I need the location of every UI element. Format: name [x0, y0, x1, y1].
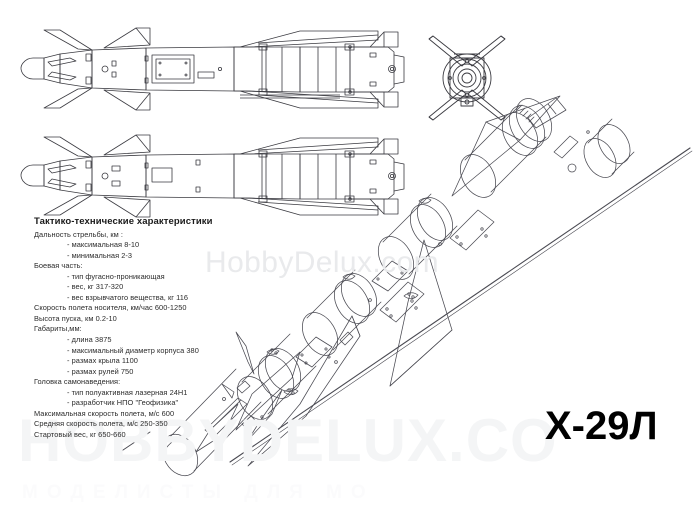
spec-line: - размах крыла 1100	[67, 356, 138, 366]
spec-line: Максимальная скорость полета, м/с 600	[34, 408, 175, 418]
spec-line: Стартовый вес, кг 650-660	[34, 429, 126, 439]
specifications-title: Тактико-технические характеристики	[34, 216, 213, 227]
spec-line: Головка самонаведения:	[34, 377, 121, 387]
spec-line: - разработчик НПО "Геофизика"	[67, 398, 179, 408]
specifications-block: Тактико-технические характеристики Дальн…	[34, 216, 324, 440]
watermark-large: HOBBYDELUX.CO	[18, 407, 558, 474]
spec-line: Габариты,мм:	[34, 324, 82, 334]
spec-line: - вес, кг 317-320	[67, 282, 124, 292]
missile-designation: Х-29Л	[545, 404, 658, 448]
spec-line: - максимальная 8-10	[67, 240, 140, 250]
spec-line: - максимальный диаметр корпуса 380	[67, 345, 199, 355]
spec-line: - длина 3875	[67, 334, 112, 344]
spec-line: Скорость полета носителя, км/час 600-125…	[34, 303, 187, 313]
spec-line: Средняя скорость полета, м/с 250-350	[34, 419, 168, 429]
spec-line: - тип фугасно-проникающая	[67, 271, 165, 281]
spec-line: Высота пуска, км 0.2-10	[34, 313, 117, 323]
watermark-middle: HobbyDelux.com	[205, 246, 440, 279]
spec-line: Боевая часть:	[34, 261, 83, 271]
specifications-list: Дальность стрельбы, км :- максимальная 8…	[34, 230, 324, 441]
spec-line: - размах рулей 750	[67, 366, 134, 376]
spec-line: - тип полуактивная лазерная 24Н1	[67, 387, 188, 397]
watermark-subtitle: МОДЕЛИСТЫ ДЛЯ МО	[22, 482, 375, 503]
spec-line: - минимальная 2-3	[67, 250, 133, 260]
spec-line: Дальность стрельбы, км :	[34, 229, 123, 239]
spec-line: - вес взрывчатого вещества, кг 116	[67, 292, 189, 302]
